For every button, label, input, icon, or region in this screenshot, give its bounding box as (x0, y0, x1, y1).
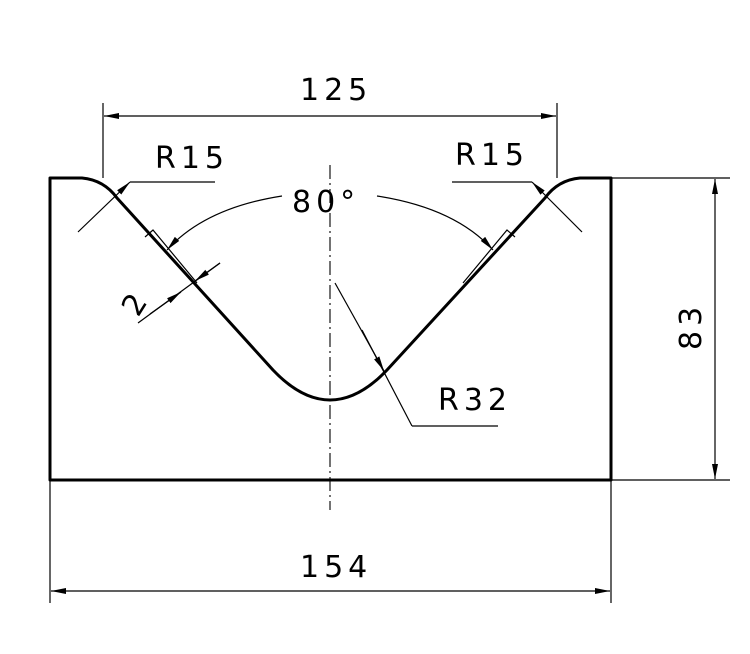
dim-125-label: 125 (300, 73, 372, 108)
part-outline (48, 176, 613, 482)
angle-label: 80° (292, 185, 360, 220)
dim-83-label: 83 (674, 302, 709, 350)
angle-arc-left (166, 195, 283, 251)
r32-label: R32 (438, 383, 512, 418)
left-relief-notch (144, 229, 198, 284)
dim-154-label: 154 (300, 550, 372, 585)
dim-2-arrow-b (194, 262, 221, 282)
dim-2-label: 2 (115, 283, 157, 322)
r15-right-label: R15 (455, 138, 529, 173)
r32-leader-2 (361, 329, 413, 427)
r15-left-leader (77, 181, 131, 233)
dim-2-arrow-a (149, 291, 182, 315)
r15-left-label: R15 (155, 141, 229, 176)
r15-right-leader (531, 181, 583, 233)
angle-arc-right (376, 195, 494, 251)
right-relief-notch (462, 229, 516, 284)
